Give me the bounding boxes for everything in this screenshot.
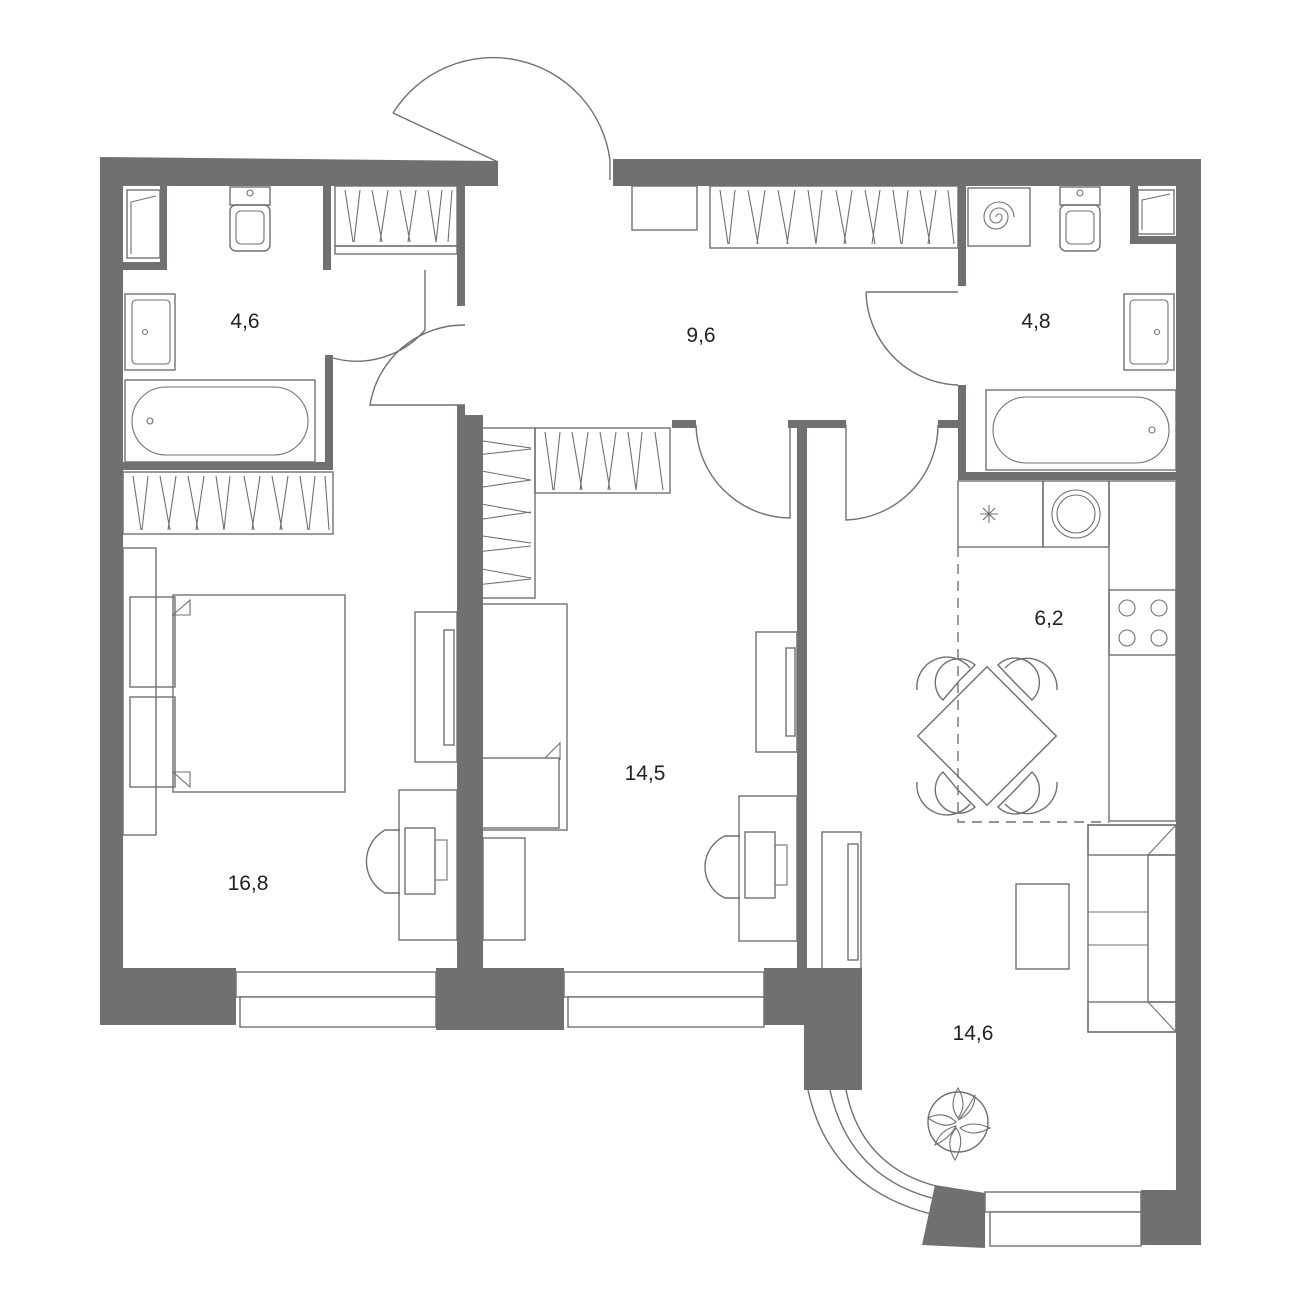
bathtub-icon xyxy=(985,389,1177,471)
fridge-icon xyxy=(957,480,1044,548)
bed-icon xyxy=(122,547,346,836)
chair-icon xyxy=(704,835,740,899)
plant-icon xyxy=(926,1086,992,1162)
desk-icon xyxy=(738,795,798,942)
kitchen-zone-border xyxy=(957,547,1109,823)
tv-icon xyxy=(821,831,862,971)
bed-icon xyxy=(469,603,568,941)
desk-icon xyxy=(398,789,458,941)
area-labels: 4,6 9,6 4,8 16,8 14,5 6,2 14,6 xyxy=(228,310,1064,1045)
washing-machine-icon xyxy=(967,187,1031,247)
shower-drain-icon xyxy=(1137,189,1175,235)
washing-machine-icon xyxy=(1042,480,1110,548)
stove-icon xyxy=(1108,589,1177,656)
coffee-table-icon xyxy=(1015,883,1070,970)
walls xyxy=(100,157,1201,1248)
toilet-icon xyxy=(1059,186,1101,252)
room-area-label: 9,6 xyxy=(686,324,715,347)
bathtub-icon xyxy=(124,379,316,463)
room-area-label: 14,6 xyxy=(953,1022,994,1045)
room-area-label: 4,6 xyxy=(230,310,259,333)
tv-icon xyxy=(755,631,798,753)
sink-icon xyxy=(1123,293,1175,371)
dining-table-icon xyxy=(916,656,1058,816)
sink-icon xyxy=(124,293,176,371)
sofa-icon xyxy=(1087,824,1177,1033)
door-swing-icon xyxy=(332,56,959,521)
room-area-label: 14,5 xyxy=(625,762,666,785)
shower-drain-icon xyxy=(126,189,161,259)
room-area-label: 6,2 xyxy=(1034,607,1063,630)
toilet-icon xyxy=(229,186,271,252)
kitchen-counter xyxy=(1108,480,1177,822)
tv-icon xyxy=(414,611,458,763)
room-area-label: 4,8 xyxy=(1021,310,1050,333)
cabinet-icon xyxy=(631,185,698,231)
room-area-label: 16,8 xyxy=(228,872,269,895)
chair-icon xyxy=(365,829,400,894)
wardrobe-icon xyxy=(122,185,959,599)
window-icon xyxy=(235,971,1142,1247)
